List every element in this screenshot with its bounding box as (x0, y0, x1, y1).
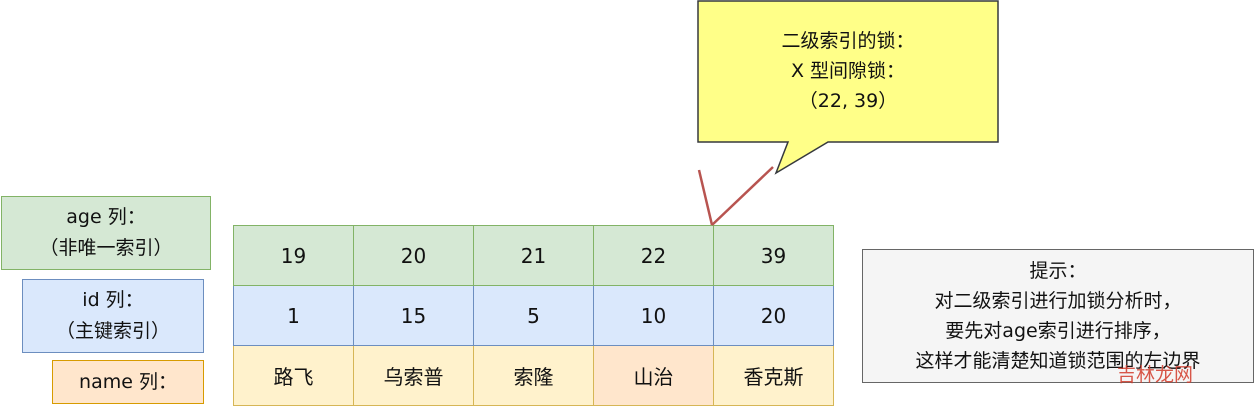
id-cell: 5 (473, 285, 594, 346)
index-table: 19 20 21 22 39 1 15 5 10 20 路飞 乌索普 索隆 山治… (233, 225, 834, 406)
id-cell: 15 (353, 285, 474, 346)
callout-line: （22, 39） (798, 90, 898, 112)
age-row: 19 20 21 22 39 (233, 225, 834, 286)
callout-line: 二级索引的锁： (781, 30, 915, 52)
callout-bubble (697, 0, 999, 175)
age-cell: 39 (713, 225, 834, 286)
hint-line: 这样才能清楚知道锁范围的左边界 (915, 350, 1201, 372)
watermark: 吉林龙网 (1117, 364, 1194, 386)
gap-marker-right-line (711, 166, 774, 226)
id-row: 1 15 5 10 20 (233, 285, 834, 346)
name-column-label: name 列： (52, 360, 204, 404)
name-cell: 路飞 (233, 345, 354, 406)
age-cell: 19 (233, 225, 354, 286)
hint-line: 提示： (1029, 260, 1087, 282)
hint-line: 对二级索引进行加锁分析时， (934, 290, 1182, 312)
hint-line: 要先对age索引进行排序， (945, 320, 1171, 342)
callout-text: 二级索引的锁： X 型间隙锁： （22, 39） (698, 0, 998, 142)
name-cell: 香克斯 (713, 345, 834, 406)
id-column-label: id 列： （主键索引） (22, 279, 204, 353)
name-cell-highlighted: 山治 (593, 345, 714, 406)
age-label-note: （非唯一索引） (39, 237, 173, 259)
hint-box: 提示： 对二级索引进行加锁分析时， 要先对age索引进行排序， 这样才能清楚知道… (862, 249, 1254, 383)
age-cell: 20 (353, 225, 474, 286)
id-cell: 20 (713, 285, 834, 346)
name-label-title: name 列： (79, 370, 177, 393)
callout-line: X 型间隙锁： (790, 60, 906, 82)
id-label-note: （主键索引） (55, 320, 170, 342)
name-row: 路飞 乌索普 索隆 山治 香克斯 (233, 345, 834, 406)
id-label-title: id 列： (82, 289, 144, 311)
age-column-label: age 列： （非唯一索引） (1, 196, 211, 270)
age-cell: 21 (473, 225, 594, 286)
gap-marker-left-line (697, 169, 714, 226)
name-cell: 索隆 (473, 345, 594, 406)
age-label-title: age 列： (66, 206, 146, 228)
name-cell: 乌索普 (353, 345, 474, 406)
id-cell: 10 (593, 285, 714, 346)
age-cell: 22 (593, 225, 714, 286)
